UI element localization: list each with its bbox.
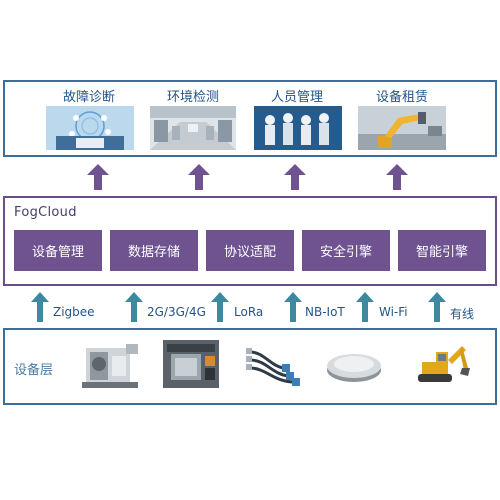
app-title-environment-monitoring: 环境检测 bbox=[166, 90, 219, 105]
module-device-management: 设备管理 bbox=[14, 230, 102, 271]
arrow-up-icon bbox=[356, 292, 374, 322]
arrow-up-icon bbox=[284, 292, 302, 322]
module-intelligent-engine: 智能引擎 bbox=[398, 230, 486, 271]
arrow-up-icon bbox=[386, 164, 408, 190]
module-security-engine: 安全引擎 bbox=[302, 230, 390, 271]
protocol-label-wired: 有线 bbox=[450, 307, 475, 321]
protocol-label-lora: LoRa bbox=[234, 305, 264, 319]
module-protocol-adaptation: 协议适配 bbox=[206, 230, 294, 271]
cnc-machine-image bbox=[163, 340, 219, 388]
disc-sensor-image bbox=[327, 354, 381, 382]
arrow-up-icon bbox=[31, 292, 49, 322]
fogcloud-title: FogCloud bbox=[14, 205, 77, 220]
medical-diagnosis-photo bbox=[46, 106, 134, 150]
sensor-cables-image bbox=[246, 348, 300, 386]
app-title-personnel-management: 人员管理 bbox=[270, 90, 323, 105]
device-layer-label: 设备层 bbox=[14, 363, 54, 378]
protocol-label-zigbee: Zigbee bbox=[53, 305, 95, 319]
arrow-up-icon bbox=[211, 292, 229, 322]
textile-machine-image bbox=[82, 344, 138, 388]
module-data-storage: 数据存储 bbox=[110, 230, 198, 271]
arrow-up-icon bbox=[87, 164, 109, 190]
protocol-label-nbiot: NB-IoT bbox=[305, 305, 345, 319]
protocol-label-cellular: 2G/3G/4G bbox=[147, 305, 206, 319]
arrow-up-icon bbox=[125, 292, 143, 322]
workers-photo bbox=[254, 106, 342, 150]
robot-arm-photo bbox=[358, 106, 446, 150]
protocol-label-wifi: Wi-Fi bbox=[379, 305, 408, 319]
arrow-up-icon bbox=[188, 164, 210, 190]
arrow-up-icon bbox=[284, 164, 306, 190]
app-title-equipment-leasing: 设备租赁 bbox=[375, 90, 428, 105]
excavator-image bbox=[418, 346, 470, 382]
app-title-fault-diagnosis: 故障诊断 bbox=[62, 90, 115, 105]
factory-hall-photo bbox=[150, 106, 236, 150]
arrow-up-icon bbox=[428, 292, 446, 322]
